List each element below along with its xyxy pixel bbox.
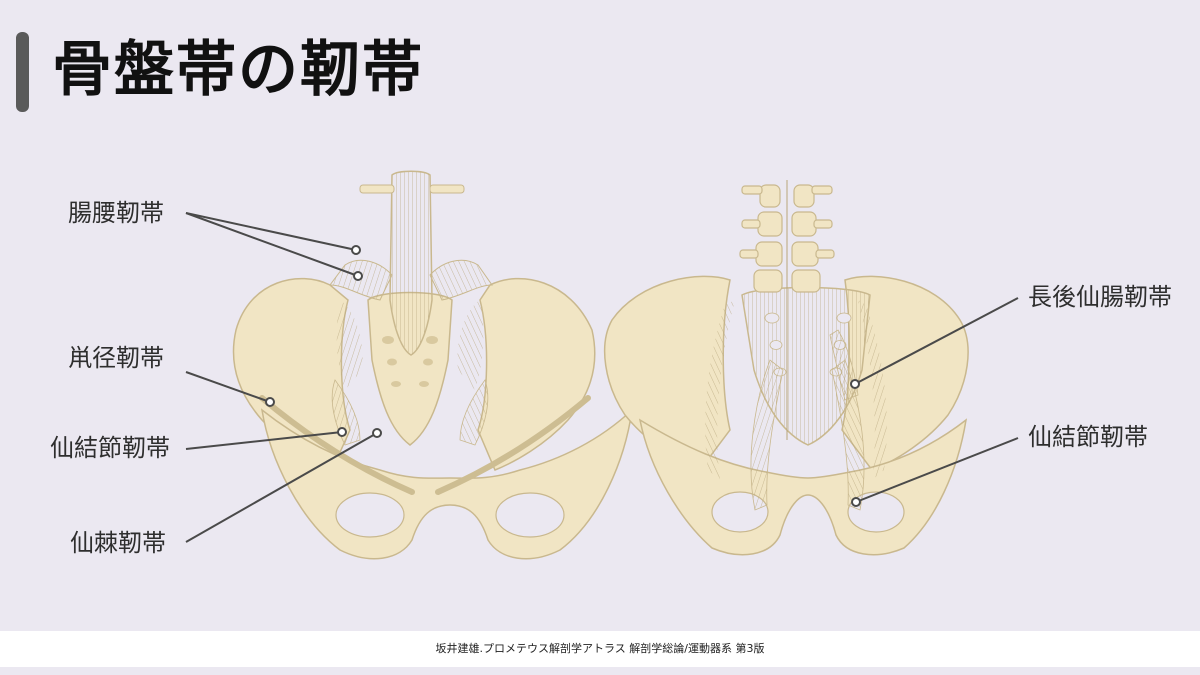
lumbar-spine-anterior <box>389 170 433 356</box>
marker-inguinal <box>265 397 275 407</box>
title-accent-bar <box>16 32 29 112</box>
posterior-lumbar-vertebrae <box>739 184 835 293</box>
posterior-pelvis-illustration <box>603 180 969 556</box>
page-title: 骨盤帯の靭帯 <box>52 35 424 105</box>
leader-lines <box>185 212 1019 543</box>
leader-sacrotuberous-left <box>185 431 343 450</box>
source-citation: 坂井建雄.プロメテウス解剖学アトラス 解剖学総論/運動器系 第3版 <box>435 642 765 655</box>
posterior-right-foramen <box>847 491 905 533</box>
marker-sacrotuberous-right <box>851 497 861 507</box>
iliolumbar-ligament-right <box>429 259 493 301</box>
label-sacrotuberous-ligament-left: 仙結節靭帯 <box>50 434 170 462</box>
label-long-posterior-sacroiliac-ligament: 長後仙腸靭帯 <box>1028 283 1172 311</box>
right-ilium <box>477 277 596 471</box>
marker-sacrospinous <box>372 428 382 438</box>
label-sacrotuberous-ligament-right: 仙結節靭帯 <box>1028 423 1148 451</box>
leader-sacrospinous <box>185 432 378 543</box>
sacrotuberous-ligament-posterior-left <box>750 359 784 511</box>
footer-bar: 坂井建雄.プロメテウス解剖学アトラス 解剖学総論/運動器系 第3版 <box>0 631 1200 667</box>
marker-sacrotuberous-left <box>337 427 347 437</box>
transverse-process-right <box>429 184 465 194</box>
inguinal-ligament-left <box>259 395 415 495</box>
anterior-sacral-foramina <box>382 336 438 387</box>
anterior-pelvis-illustration <box>232 170 634 560</box>
marker-iliolumbar-a <box>351 245 361 255</box>
sacrotuberous-ligament-anterior-right <box>459 379 489 446</box>
right-obturator-foramen <box>495 492 565 538</box>
pelvis-diagram <box>185 170 1019 560</box>
leader-markers <box>265 245 861 507</box>
posterior-left-ligament-band <box>705 300 735 480</box>
posterior-left-ilium <box>603 275 731 471</box>
leader-sacrotuberous-right <box>855 437 1019 503</box>
posterior-right-ligament-band <box>858 300 887 480</box>
leader-iliolumbar-b <box>185 212 359 277</box>
label-iliolumbar-ligament: 腸腰靭帯 <box>68 199 164 227</box>
left-obturator-foramen <box>335 492 405 538</box>
ventral-sacroiliac-right <box>457 300 484 390</box>
marker-long-posterior-sacroiliac <box>850 379 860 389</box>
leader-inguinal <box>185 371 271 403</box>
label-sacrospinous-ligament: 仙棘靭帯 <box>70 529 166 557</box>
transverse-process-left <box>359 184 395 194</box>
label-inguinal-ligament: 鼡径靭帯 <box>68 344 164 372</box>
ventral-sacroiliac-left <box>336 300 363 390</box>
sacrotuberous-ligament-posterior-right <box>831 359 865 511</box>
leader-iliolumbar-a <box>185 212 357 251</box>
left-ilium <box>232 277 351 471</box>
inguinal-ligament-right <box>435 395 591 495</box>
iliolumbar-ligament <box>329 259 393 301</box>
leader-long-posterior-sacroiliac <box>854 297 1019 385</box>
marker-iliolumbar-b <box>353 271 363 281</box>
